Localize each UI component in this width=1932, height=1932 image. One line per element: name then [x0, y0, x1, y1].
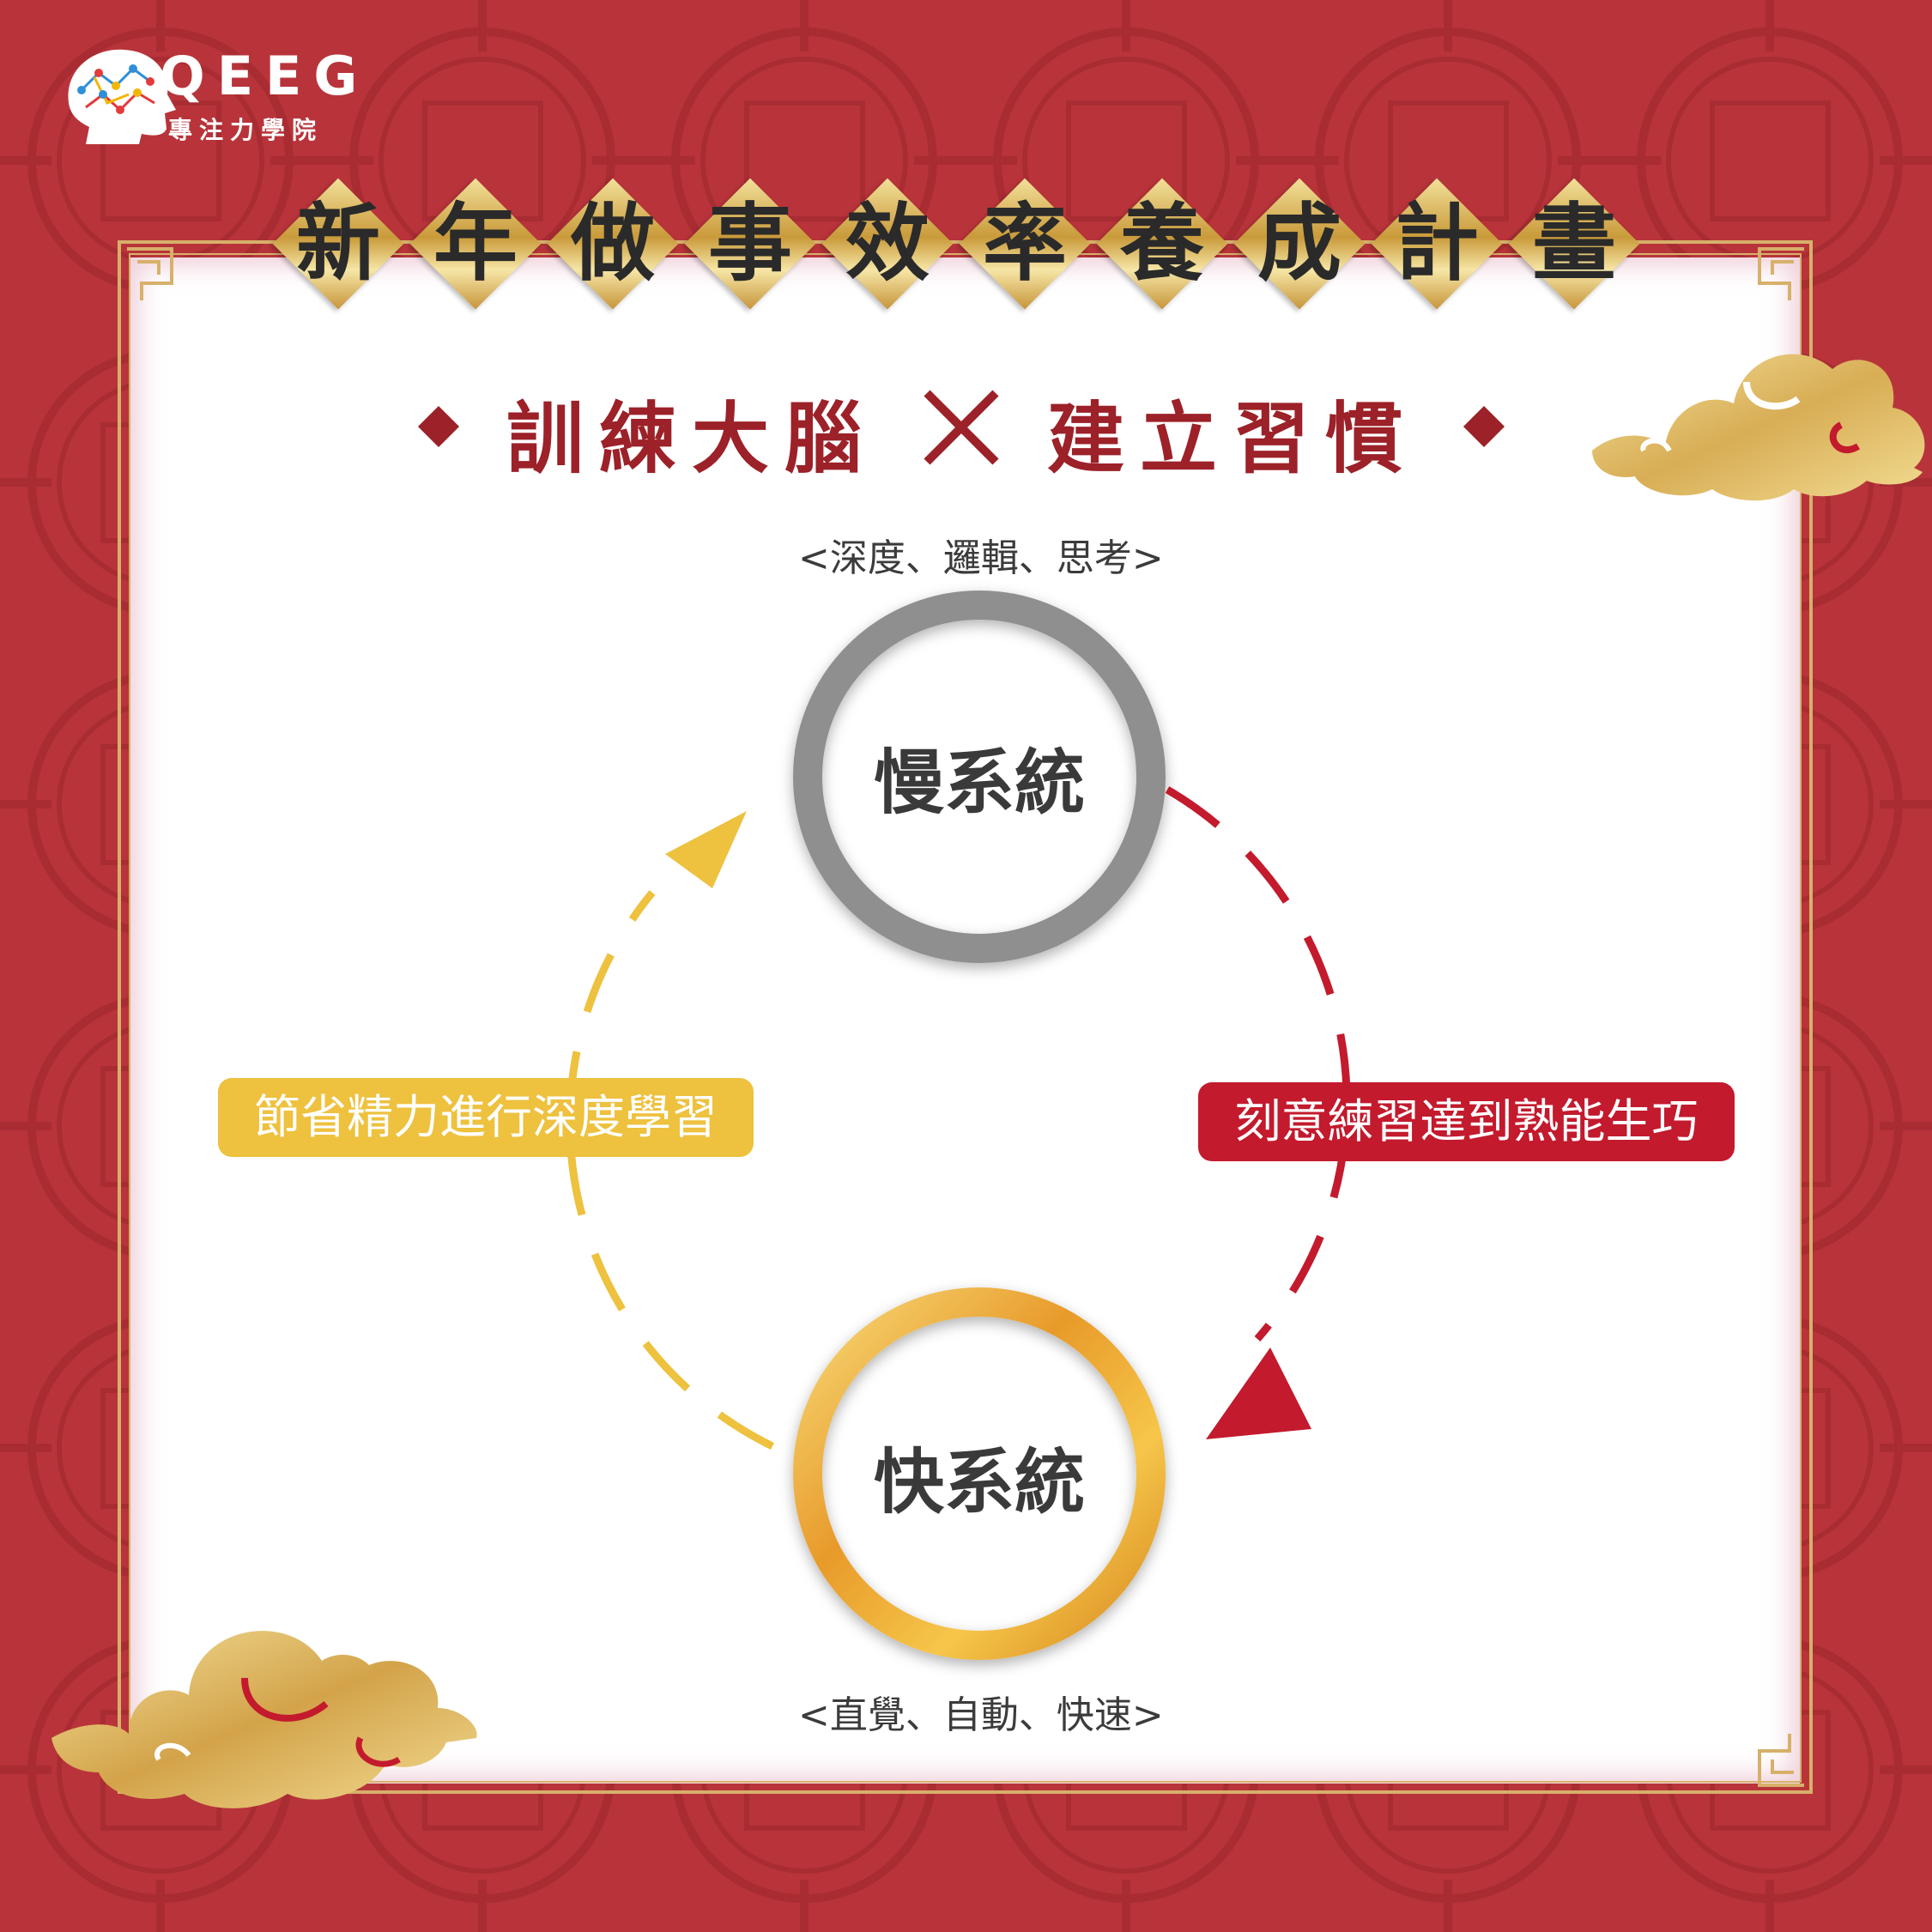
brand-subtitle: 專注力學院 [168, 116, 324, 144]
to-slow-label: 節省精力進行深度學習 [218, 1078, 754, 1157]
cloud-ornament-icon [51, 1631, 477, 1808]
title-char-3: 做 [547, 178, 679, 310]
yellow-dashed-arc [566, 890, 774, 1451]
gold-frame-inner [129, 253, 1802, 1783]
slow-system-ring [793, 591, 1166, 963]
subtitle-left: 訓練大腦 [506, 394, 877, 484]
to-fast-label: 刻意練習達到熟能生巧 [1198, 1082, 1735, 1161]
fast-system-ring [793, 1287, 1166, 1660]
slow-caption: <深度、邏輯、思考> [798, 536, 1164, 580]
subtitle-right: 建立習慣 [1047, 394, 1418, 484]
title-char-7: 養 [1096, 178, 1228, 310]
red-dashed-arc [1165, 786, 1351, 1341]
yellow-arrowhead-icon [665, 811, 747, 888]
title-char-1: 新 [272, 178, 404, 310]
subtitle: 訓練大腦 建立習慣 [412, 376, 1519, 484]
title-char-10: 畫 [1508, 178, 1640, 310]
brand-name: QEEG [160, 45, 370, 107]
title-char-8: 成 [1233, 178, 1366, 310]
title-char-5: 效 [821, 178, 954, 310]
brain-head-logo-icon [68, 49, 176, 144]
fast-caption: <直覺、自動、快速> [798, 1693, 1164, 1737]
title-banner: 新 年 做 事 效 率 養 成 計 畫 [272, 178, 1674, 343]
times-icon [924, 390, 999, 465]
slow-system-label: 慢系統 [873, 742, 1085, 824]
fast-system-label: 快系統 [873, 1442, 1085, 1523]
title-char-2: 年 [409, 178, 542, 310]
red-arrowhead-icon [1206, 1348, 1311, 1439]
title-char-4: 事 [684, 178, 816, 310]
content-card [130, 257, 1800, 1784]
title-char-9: 計 [1371, 178, 1503, 310]
cloud-ornament-icon [1592, 354, 1925, 501]
title-char-6: 率 [959, 178, 1091, 310]
